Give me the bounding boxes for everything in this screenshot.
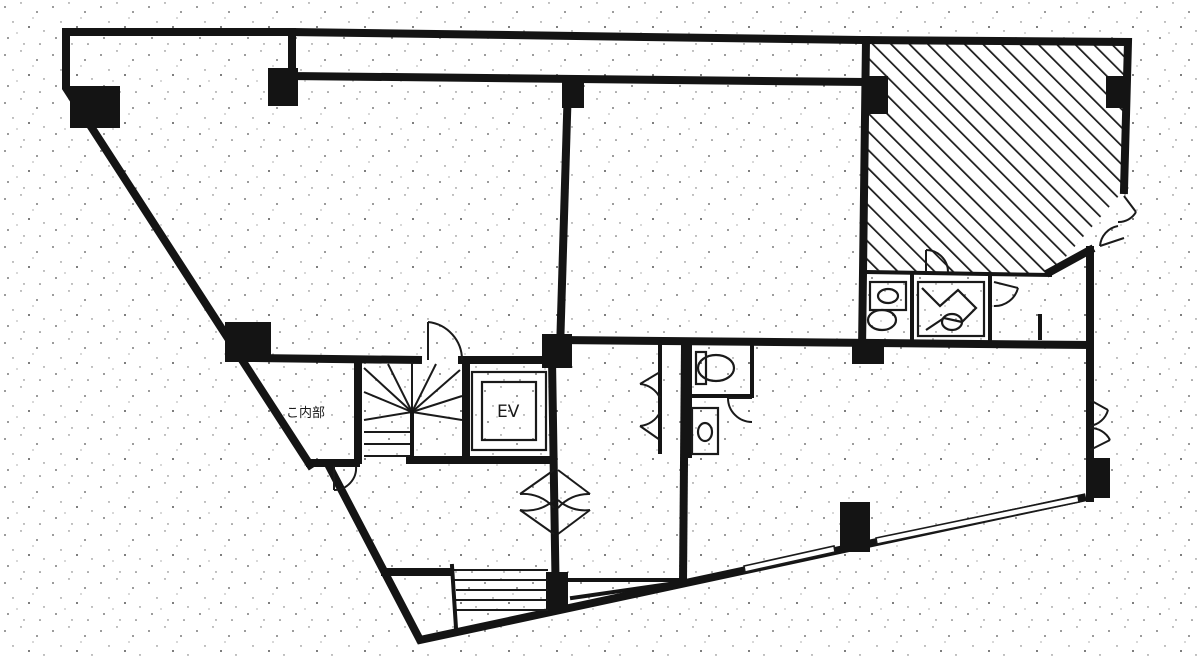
doors (333, 195, 1137, 535)
windows (743, 495, 1080, 573)
spiral-stair (363, 362, 463, 462)
sanitary-fixtures (690, 280, 1042, 456)
elevator (470, 370, 548, 452)
columns (70, 68, 1128, 610)
entrance-steps (449, 563, 548, 631)
hatched-room (866, 40, 1128, 275)
storage-label: こ内部 (286, 405, 325, 421)
elevator-label: EV (497, 402, 520, 422)
